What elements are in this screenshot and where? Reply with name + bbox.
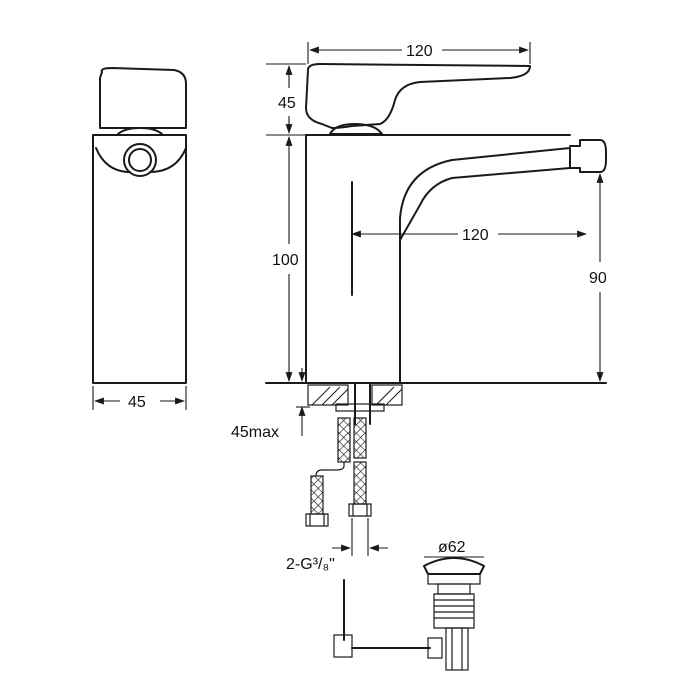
handle-length-dimension: 120 [307, 42, 531, 64]
waste-diameter-label: ø62 [438, 539, 466, 556]
faucet-handle [305, 63, 531, 129]
side-view-collar [95, 147, 187, 173]
hose-braid-upper-left [337, 417, 351, 463]
supply-hoses: 2-G³/₈" [286, 417, 388, 573]
waste-valve: ø62 [423, 539, 485, 671]
spout-height-dimension: 90 [589, 173, 607, 382]
front-view [265, 63, 607, 384]
deck-section [307, 382, 403, 425]
hose-braid-lower-left [310, 475, 324, 515]
side-view [92, 67, 187, 384]
side-view-spout-inner-ring [128, 148, 152, 172]
hose-nut-left [305, 513, 329, 527]
handle-height-dimension: 45 [266, 63, 306, 136]
deck-thickness-dimension: 45max [231, 368, 310, 441]
hose-braid-upper-right [353, 417, 367, 459]
mounting-nut [335, 403, 385, 412]
faucet-body [305, 134, 571, 384]
thread-label: 2-G³/₈" [286, 556, 335, 573]
deck-slab-left [307, 384, 349, 406]
pivot-nut [427, 637, 443, 659]
deck-slab-right [371, 384, 403, 406]
deck-thickness-label: 45max [231, 424, 279, 441]
spout-reach-label: 120 [462, 227, 489, 244]
hose-nut-right [348, 503, 372, 517]
side-view-handle [99, 67, 187, 129]
spout-height-label: 90 [589, 270, 607, 287]
bidet-nozzle [569, 139, 607, 173]
body-height-label: 100 [272, 252, 299, 269]
waste-flange [427, 573, 481, 585]
handle-height-label: 45 [278, 95, 296, 112]
side-view-neck [117, 127, 163, 135]
side-view-spout-outer-ring [123, 143, 157, 177]
side-view-body [92, 134, 187, 384]
waste-tailpiece [445, 627, 469, 671]
body-height-dimension: 100 [272, 136, 299, 382]
waste-cap [423, 557, 485, 575]
handle-base-disc [329, 123, 383, 135]
side-width-dimension: 45 [92, 386, 187, 411]
popup-linkage [333, 579, 443, 659]
spout-reach-dimension: 120 [351, 227, 587, 244]
waste-thread [433, 593, 475, 629]
hose-braid-lower-right [353, 461, 367, 505]
waste-body-upper [437, 583, 471, 595]
side-width-label: 45 [128, 394, 146, 411]
rod-clamp [333, 634, 353, 658]
handle-length-label: 120 [406, 43, 433, 60]
hose-link [315, 462, 345, 477]
